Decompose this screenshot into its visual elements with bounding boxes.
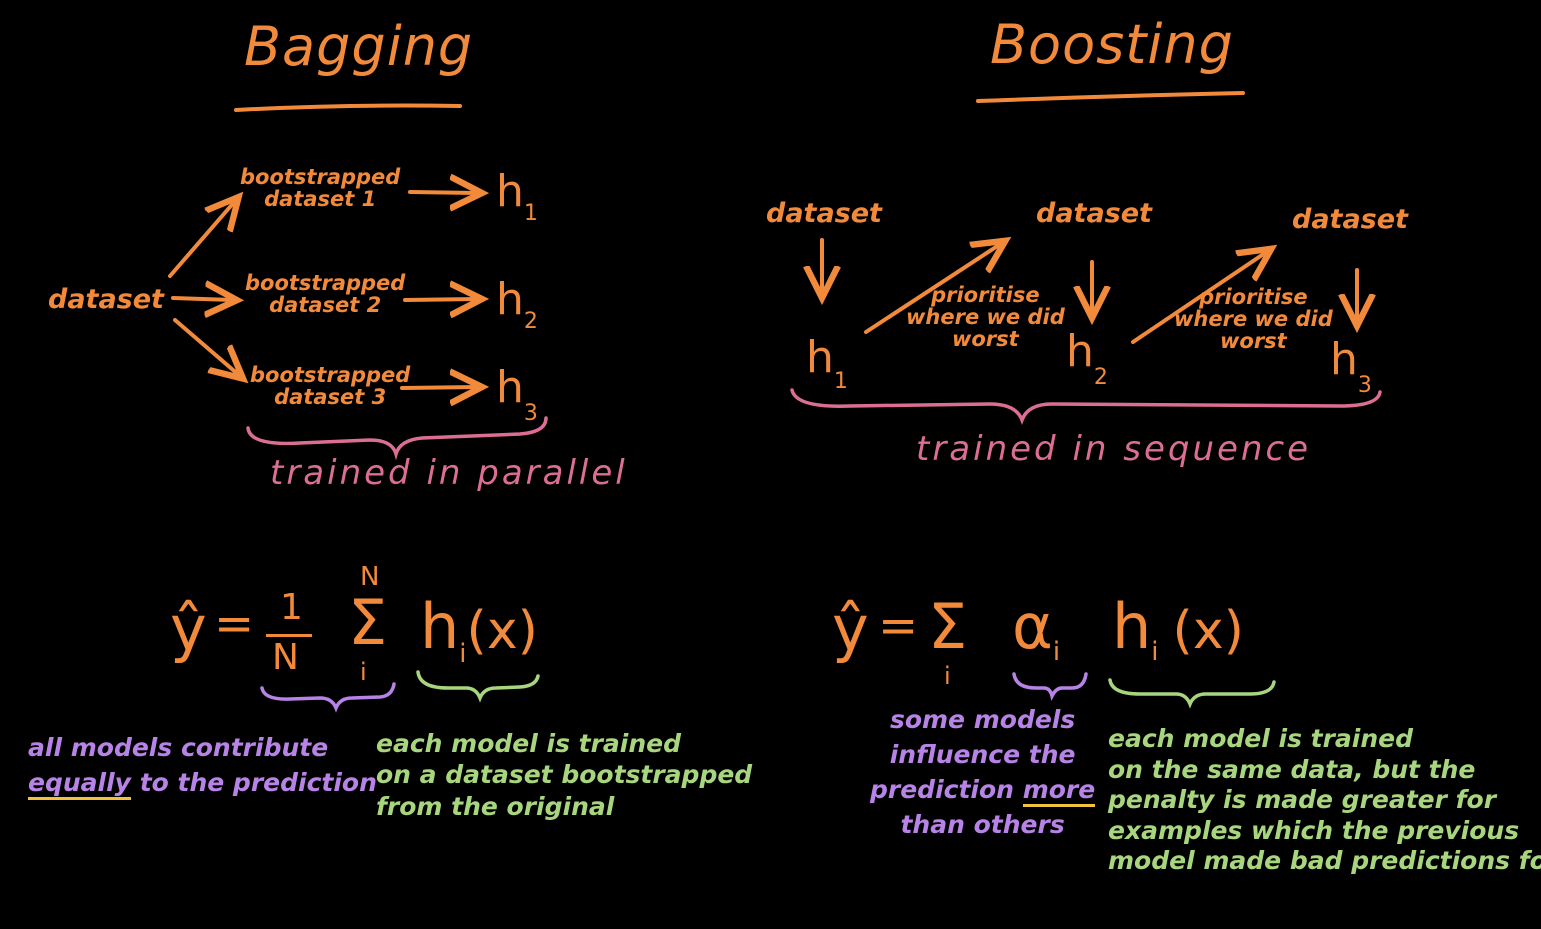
- bagging-h3-letter: h: [496, 362, 524, 413]
- arrow-h1-to-dataset2: [864, 243, 1002, 334]
- boosting-h3: h3: [1330, 338, 1372, 397]
- bagging-h1-letter: h: [496, 166, 524, 217]
- boosting-alpha-sub: i: [1052, 637, 1061, 667]
- arrow-boot2-to-h2: [403, 299, 478, 300]
- arrow-dataset-to-boot2: [171, 298, 233, 300]
- boosting-formula-sigma-lower: i: [944, 662, 951, 690]
- boosting-term-h: h: [1112, 590, 1152, 663]
- boosting-sequence-brace: [790, 388, 1382, 425]
- bagging-formula-numerator: 1: [280, 587, 303, 628]
- bagging-note-purple-line1: all models contribute: [28, 733, 329, 762]
- bagging-parallel-brace: [246, 416, 548, 461]
- bagging-formula-yhat: ŷ: [170, 592, 207, 665]
- boosting-h1-letter: h: [806, 332, 834, 383]
- bagging-h1: h1: [496, 170, 538, 225]
- bagging-note-purple-line2: equally to the prediction: [28, 765, 377, 800]
- boosting-formula-yhat: ŷ: [832, 592, 869, 665]
- boosting-title-underline: [976, 91, 1245, 103]
- bagging-formula-sigma: Σ: [348, 586, 388, 659]
- bagging-h-brace: [416, 670, 540, 703]
- bagging-term-sub: i: [459, 639, 467, 669]
- bagging-note-purple: all models contribute equally to the pre…: [28, 730, 377, 800]
- boosting-alpha-symbol: α: [1012, 590, 1053, 663]
- bagging-boot3-label: bootstrapped dataset 3: [250, 363, 411, 410]
- boosting-h1-sub: 1: [833, 369, 848, 394]
- bagging-term-arg: (x): [466, 601, 538, 661]
- boosting-dataset3-label: dataset: [1292, 204, 1408, 235]
- bagging-brace-label: trained in parallel: [270, 453, 628, 493]
- boosting-note-purple-rest: than others: [900, 810, 1065, 839]
- bagging-boot2-label: bootstrapped dataset 2: [245, 271, 406, 318]
- boosting-title: Boosting: [990, 13, 1234, 76]
- arrow-dataset-to-boot3: [173, 318, 240, 376]
- bagging-h2-sub: 2: [523, 309, 538, 334]
- boosting-h2-letter: h: [1066, 326, 1094, 377]
- boosting-note-purple-lines: some models influence the prediction: [870, 705, 1076, 804]
- boosting-term-sub: i: [1151, 637, 1159, 667]
- bagging-formula-equals: =: [214, 596, 255, 652]
- boosting-note-purple: some models influence the prediction mor…: [870, 702, 1096, 842]
- bagging-formula-fraction-bar: [266, 634, 312, 637]
- bagging-h1-sub: 1: [523, 201, 538, 226]
- boosting-prioritise-1: prioritise where we did worst: [906, 283, 1065, 352]
- bagging-h3: h3: [496, 366, 538, 425]
- bagging-note-purple-rest: to the prediction: [139, 768, 377, 797]
- bagging-formula-sigma-lower: i: [360, 658, 367, 686]
- bagging-h2: h2: [496, 278, 538, 333]
- boosting-h1: h1: [806, 336, 848, 393]
- boosting-h-brace: [1108, 678, 1276, 709]
- arrow-dataset-to-boot1: [168, 200, 236, 278]
- bagging-frac-sigma-brace: [260, 682, 396, 713]
- bagging-formula-denominator: N: [272, 637, 299, 678]
- arrow-boot3-to-h3: [400, 387, 478, 388]
- boosting-formula-sigma: Σ: [928, 590, 968, 663]
- boosting-h3-sub: 3: [1357, 373, 1372, 398]
- boosting-prioritise-2: prioritise where we did worst: [1174, 285, 1333, 354]
- boosting-alpha-brace: [1012, 672, 1088, 702]
- bagging-term-h: h: [420, 590, 460, 663]
- bagging-h2-letter: h: [496, 274, 524, 325]
- arrow-h2-to-dataset3: [1131, 251, 1268, 344]
- bagging-note-green: each model is trained on a dataset boots…: [376, 729, 753, 821]
- bagging-h3-sub: 3: [523, 401, 538, 426]
- bagging-boot1-label: bootstrapped dataset 1: [240, 165, 401, 212]
- boosting-note-green: each model is trained on the same data, …: [1108, 724, 1541, 875]
- arrow-boot1-to-h1: [408, 192, 478, 193]
- boosting-dataset1-label: dataset: [766, 198, 882, 229]
- boosting-h2: h2: [1066, 330, 1108, 389]
- boosting-brace-label: trained in sequence: [916, 429, 1312, 469]
- bagging-formula-sigma-upper: N: [360, 562, 380, 592]
- boosting-formula-equals: =: [878, 598, 919, 654]
- boosting-term-arg: (x): [1172, 601, 1244, 661]
- boosting-formula-term: hi(x): [1112, 596, 1244, 666]
- boosting-note-highlight-more: more: [1022, 775, 1096, 807]
- boosting-h3-letter: h: [1330, 334, 1358, 385]
- bagging-title: Bagging: [244, 15, 474, 78]
- bagging-formula-term: hi(x): [420, 596, 538, 668]
- boosting-formula-alpha: αi: [1012, 596, 1060, 666]
- boosting-h2-sub: 2: [1093, 365, 1108, 390]
- bagging-note-highlight-equally: equally: [28, 768, 131, 800]
- bagging-title-underline: [234, 103, 462, 112]
- bagging-dataset-label: dataset: [48, 284, 164, 315]
- boosting-dataset2-label: dataset: [1036, 198, 1152, 229]
